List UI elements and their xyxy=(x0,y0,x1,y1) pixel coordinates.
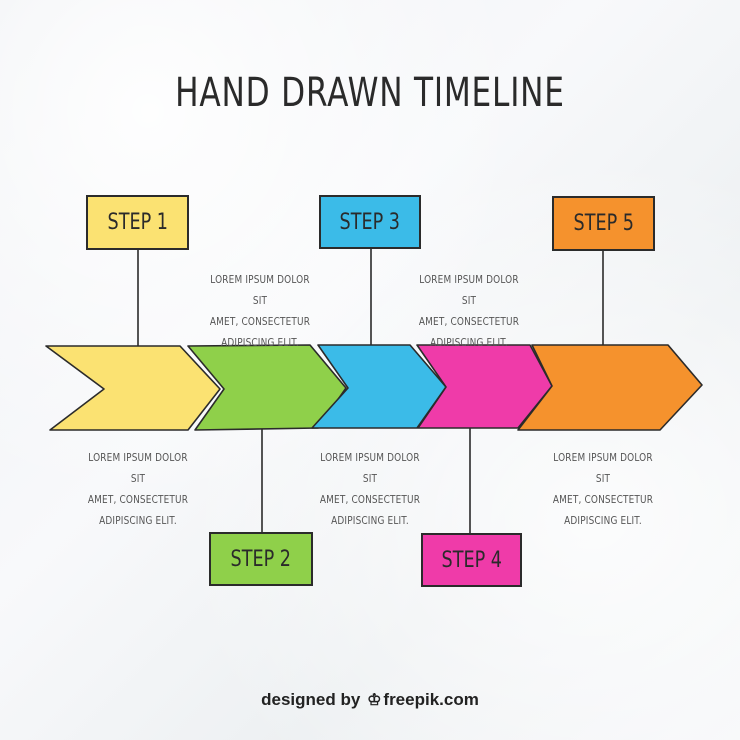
chevron-step-3 xyxy=(311,344,447,429)
step-2-box: STEP 2 xyxy=(209,532,313,586)
chevron-step-1 xyxy=(45,345,221,431)
credit-line: designed by ♔freepik.com xyxy=(0,690,740,710)
step-4-box: STEP 4 xyxy=(421,533,522,587)
chevron-step-4 xyxy=(416,344,553,429)
step-1-label: STEP 1 xyxy=(107,210,168,235)
step-5-box: STEP 5 xyxy=(552,196,655,251)
page-title: HAND DRAWN TIMELINE xyxy=(175,70,565,116)
step-4-label: STEP 4 xyxy=(441,547,502,573)
step-3-label: STEP 3 xyxy=(339,209,401,235)
chevron-step-5 xyxy=(517,344,703,431)
freepik-crown-icon: ♔ xyxy=(367,692,382,709)
credit-prefix: designed by xyxy=(261,690,361,709)
step-2-label: STEP 2 xyxy=(230,546,292,572)
credit-brand: freepik.com xyxy=(383,690,479,709)
step-1-box: STEP 1 xyxy=(86,195,189,250)
step-5-label: STEP 5 xyxy=(573,211,634,236)
step-3-box: STEP 3 xyxy=(319,195,421,249)
